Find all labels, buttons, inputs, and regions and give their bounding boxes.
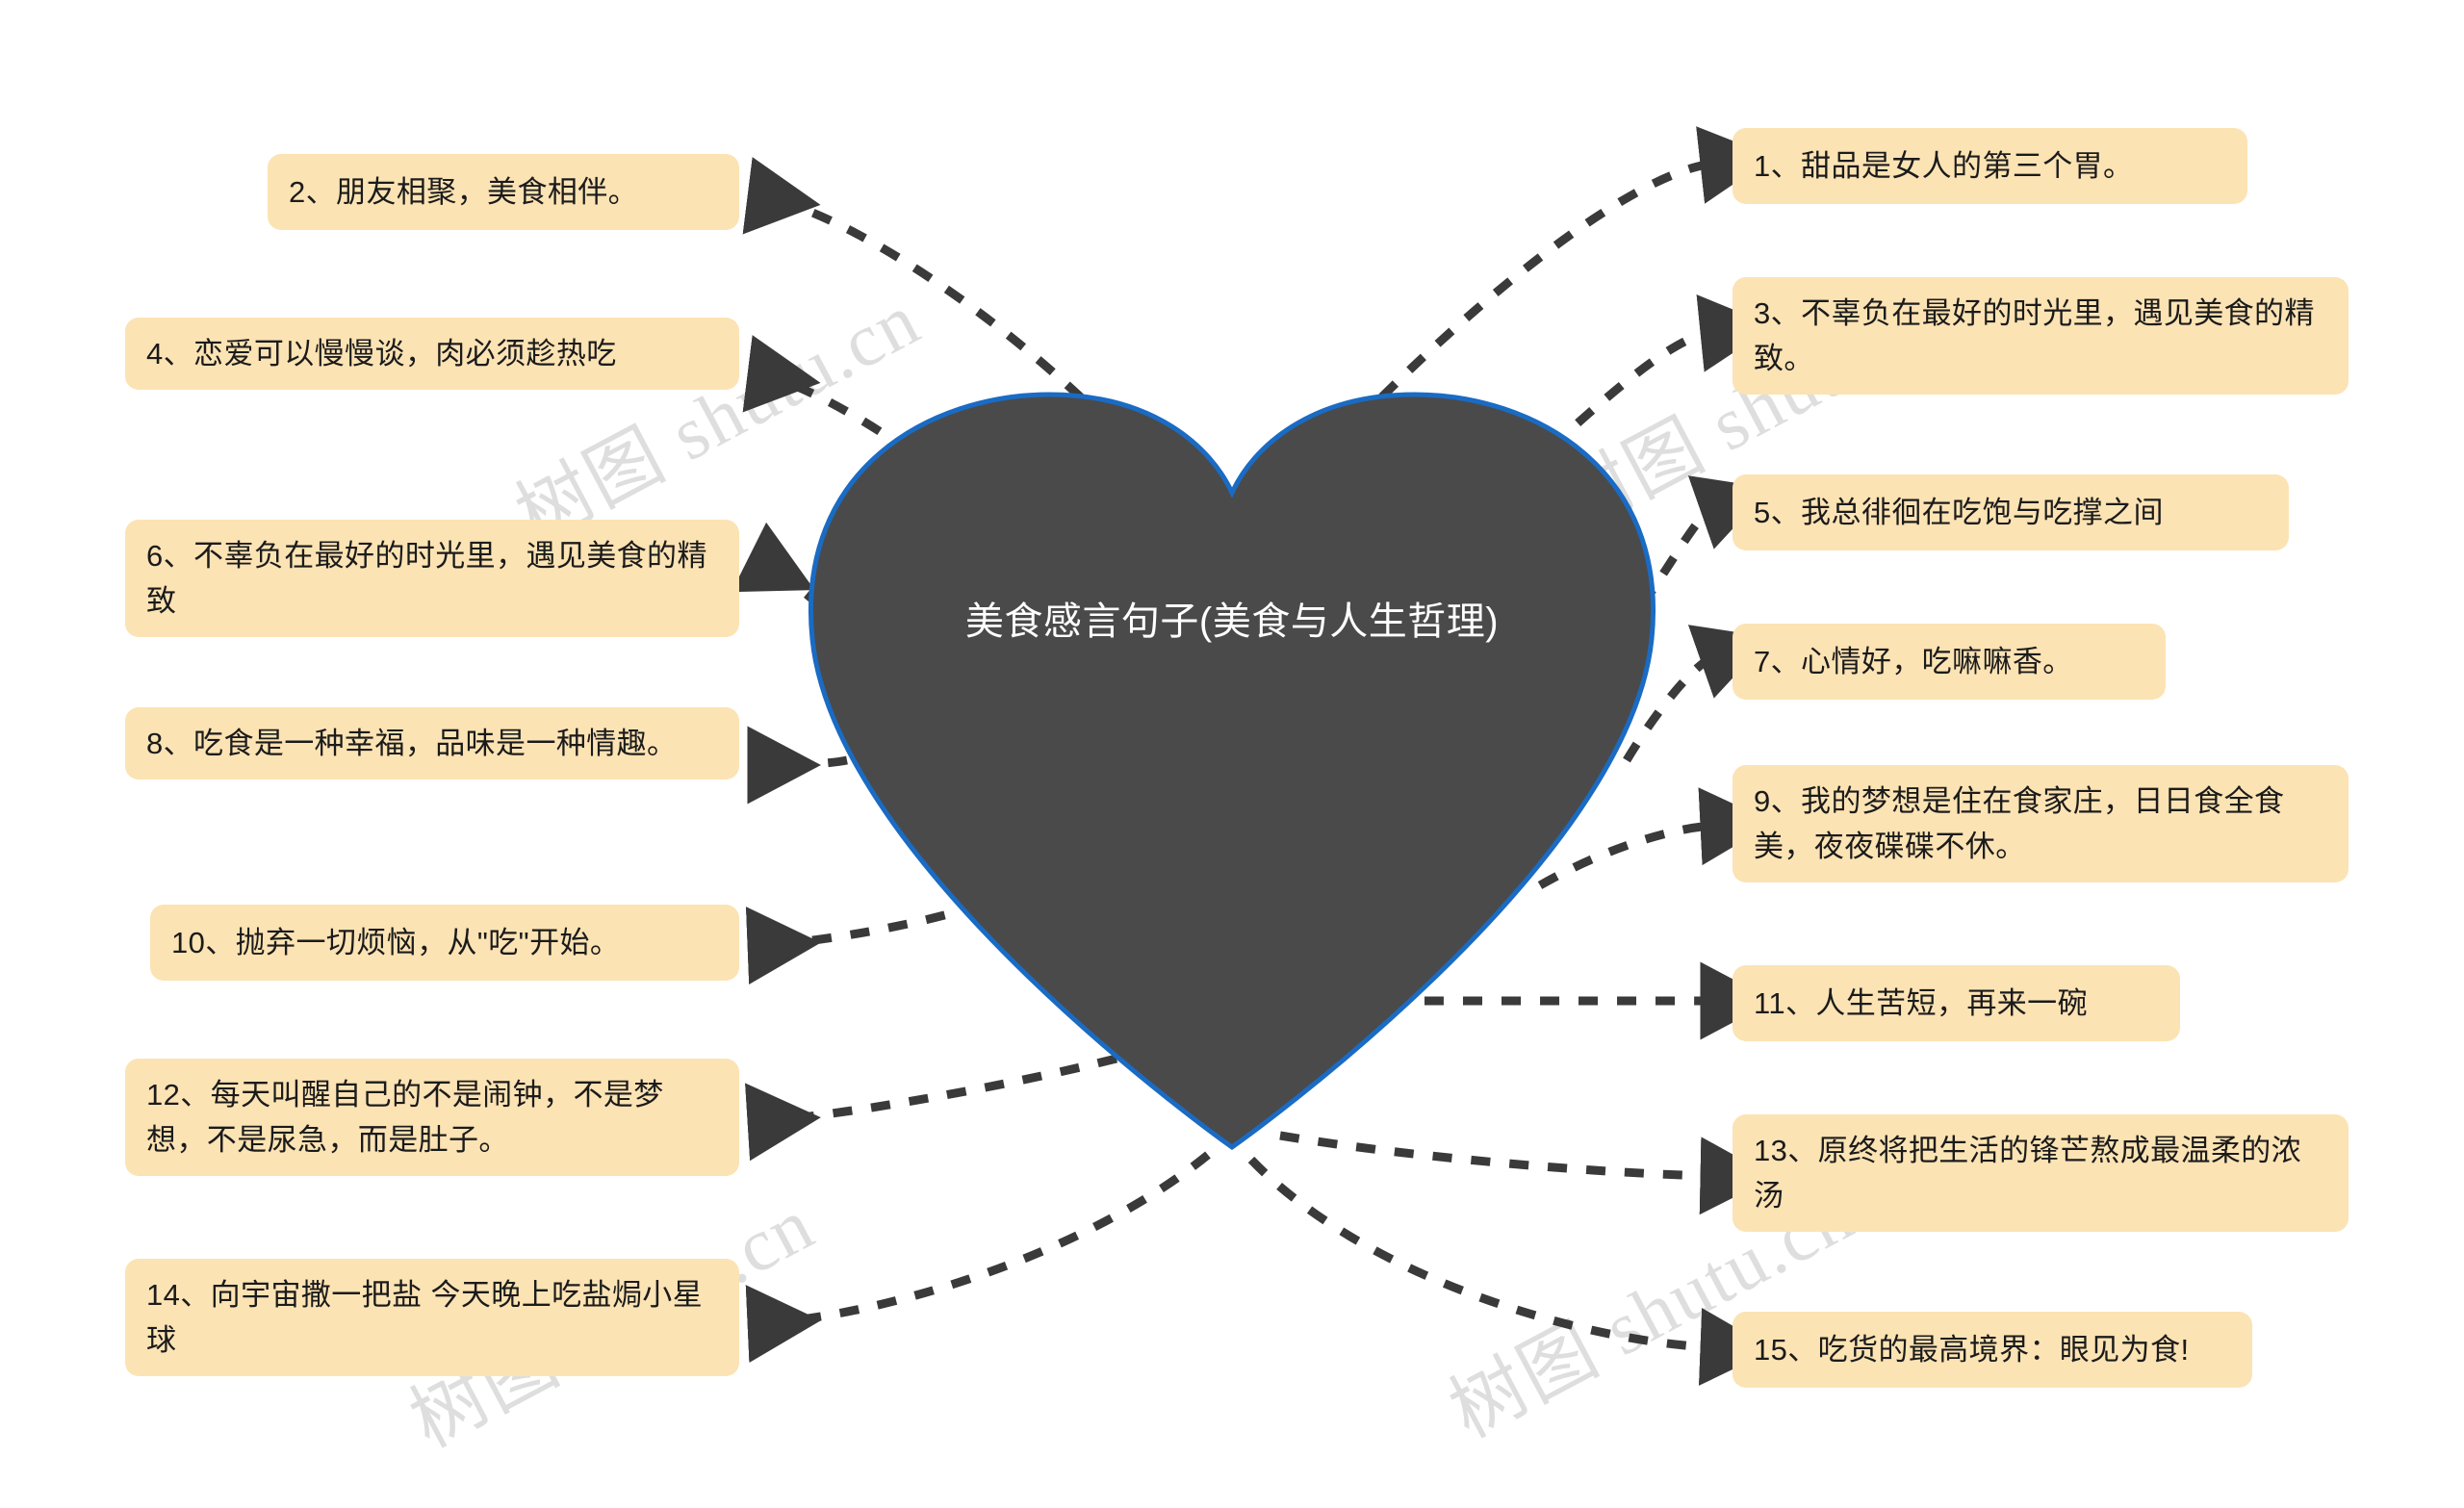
topic-box-n3[interactable]: 3、不辜负在最好的时光里，遇见美食的精致。 [1732, 277, 2348, 396]
topic-box-n15[interactable]: 15、吃货的最高境界：眼见为食! [1732, 1312, 2252, 1389]
connector-n7 [1623, 625, 1771, 763]
topic-label: 7、心情好，吃嘛嘛香。 [1754, 645, 2073, 678]
connector-n2 [742, 157, 1140, 456]
topic-box-n7[interactable]: 7、心情好，吃嘛嘛香。 [1732, 624, 2166, 701]
topic-box-n9[interactable]: 9、我的梦想是住在食家庄，日日食全食美，夜夜碟碟不休。 [1732, 765, 2348, 883]
connector-n14 [745, 1151, 1211, 1364]
topic-box-n14[interactable]: 14、向宇宙撒一把盐 今天晚上吃盐焗小星球 [125, 1259, 739, 1377]
central-topic-title: 美食感言句子(美食与人生哲理) [964, 601, 1500, 643]
topic-label: 4、恋爱可以慢慢谈，肉必须趁热吃 [146, 337, 617, 371]
topic-box-n8[interactable]: 8、吃食是一种幸福，品味是一种情趣。 [125, 707, 739, 780]
central-topic-heart[interactable]: 美食感言句子(美食与人生哲理) [797, 387, 1667, 1157]
topic-label: 6、不辜负在最好的时光里，遇见美食的精致 [146, 539, 707, 619]
connector-n8 [747, 726, 848, 805]
connector-n5 [1613, 475, 1771, 639]
topic-label: 5、我总徘徊在吃饱与吃撑之间 [1754, 496, 2164, 529]
topic-label: 12、每天叫醒自己的不是闹钟，不是梦想，不是尿急，而是肚子。 [146, 1078, 664, 1158]
topic-box-n5[interactable]: 5、我总徘徊在吃饱与吃撑之间 [1732, 474, 2289, 551]
topic-box-n13[interactable]: 13、原终将把生活的锋芒熬成最温柔的浓汤 [1732, 1114, 2348, 1233]
topic-box-n10[interactable]: 10、抛弃一切烦恼，从"吃"开始。 [150, 905, 739, 982]
topic-label: 1、甜品是女人的第三个胃。 [1754, 149, 2134, 183]
topic-box-n11[interactable]: 11、人生苦短，再来一碗 [1732, 965, 2180, 1042]
connector-n10 [745, 900, 984, 985]
topic-label: 14、向宇宙撒一把盐 今天晚上吃盐焗小星球 [146, 1278, 704, 1358]
connector-n13 [1279, 1131, 1774, 1215]
connector-n15 [1247, 1156, 1774, 1386]
connector-n9 [1537, 787, 1774, 889]
topic-label: 8、吃食是一种幸福，品味是一种情趣。 [146, 727, 678, 760]
topic-box-n2[interactable]: 2、朋友相聚，美食相伴。 [268, 154, 739, 231]
topic-box-n6[interactable]: 6、不辜负在最好的时光里，遇见美食的精致 [125, 520, 739, 638]
topic-label: 13、原终将把生活的锋芒熬成最温柔的浓汤 [1754, 1134, 2302, 1214]
topic-label: 11、人生苦短，再来一碗 [1754, 986, 2088, 1020]
topic-box-n1[interactable]: 1、甜品是女人的第三个胃。 [1732, 128, 2247, 205]
topic-label: 9、我的梦想是住在食家庄，日日食全食美，夜夜碟碟不休。 [1754, 784, 2285, 864]
connector-n12 [744, 1054, 1118, 1162]
heart-shape [808, 392, 1656, 1151]
topic-label: 3、不辜负在最好的时光里，遇见美食的精致。 [1754, 296, 2315, 376]
topic-label: 2、朋友相聚，美食相伴。 [289, 175, 639, 209]
topic-box-n12[interactable]: 12、每天叫醒自己的不是闹钟，不是梦想，不是尿急，而是肚子。 [125, 1059, 739, 1177]
topic-box-n4[interactable]: 4、恋爱可以慢慢谈，肉必须趁热吃 [125, 318, 739, 391]
topic-label: 15、吃货的最高境界：眼见为食! [1754, 1333, 2190, 1367]
topic-label: 10、抛弃一切烦恼，从"吃"开始。 [171, 926, 621, 959]
